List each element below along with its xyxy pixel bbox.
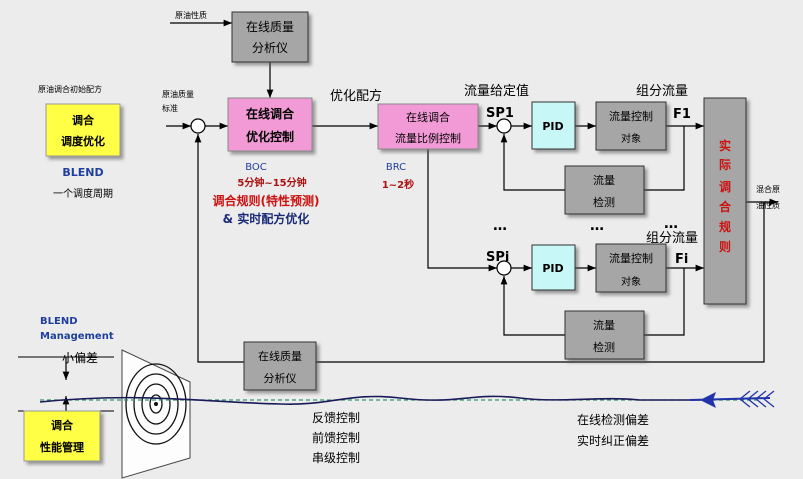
blend-rule-text: 调合规则(特性预测) [213, 193, 320, 208]
bottom-analyzer-line1: 在线质量 [258, 349, 302, 363]
quality-std-line2: 标准 [162, 103, 178, 113]
actual-rule-char-1: 际 [719, 158, 731, 172]
flow-obj-i-line1: 流量控制 [609, 251, 653, 265]
optimized-recipe-label: 优化配方 [330, 88, 382, 104]
setpoint-label: 流量给定值 [464, 83, 529, 99]
spi-label: SPi [486, 250, 509, 265]
mgmt-title-line2: Management [40, 331, 114, 342]
actual-rule-char-3: 合 [719, 199, 732, 214]
flow-detection-1: 流量 检测 [564, 165, 645, 215]
flow-detect-1-line1: 流量 [593, 173, 615, 187]
flow-control-object-i: 流量控制 对象 [595, 243, 667, 293]
mgmt-title-line1: BLEND [40, 316, 78, 327]
detect-deviation-line2: 实时纠正偏差 [577, 433, 649, 448]
ellipsis-left: … [493, 218, 507, 234]
blend-opt-line1: 调合 [72, 113, 95, 127]
perf-mgmt-line2: 性能管理 [40, 440, 84, 454]
boc-label: BOC [245, 162, 267, 173]
blend-opt-line2: 调度优化 [61, 134, 105, 148]
boc-optimization-box: 在线调合 优化控制 [227, 97, 313, 152]
actual-rule-char-5: 则 [719, 240, 731, 254]
actual-rule-char-4: 规 [719, 219, 731, 234]
actual-rule-char-0: 实 [719, 138, 731, 153]
quality-std-line1: 原油质量 [162, 89, 194, 99]
bottom-analyzer-line2: 分析仪 [264, 371, 297, 385]
ellipsis-right: … [664, 216, 678, 232]
brc-label: BRC [386, 162, 406, 173]
schedule-cycle-label: 一个调度周期 [53, 187, 113, 200]
component-flow-label-1: 组分流量 [636, 84, 688, 99]
flow-obj-1-line2: 对象 [621, 132, 641, 145]
flow-obj-1-line1: 流量控制 [609, 109, 653, 123]
sum-junction-spi [496, 260, 512, 276]
top-analyzer-line2: 分析仪 [252, 41, 288, 55]
flow-detection-i: 流量 检测 [564, 310, 645, 360]
control-type-feedforward: 前馈控制 [312, 430, 360, 445]
ellipsis-mid: … [590, 218, 604, 234]
output-line1: 混合原 [756, 184, 780, 194]
top-analyzer-line1: 在线质量 [246, 20, 294, 34]
target-icon [121, 349, 191, 479]
bottom-quality-analyzer: 在线质量 分析仪 [243, 341, 317, 391]
connectors [18, 19, 778, 412]
crude-property-input-label: 原油性质 [175, 10, 207, 20]
boc-line2: 优化控制 [246, 129, 294, 144]
brc-line2: 流量比例控制 [395, 131, 461, 145]
realtime-recipe-text: & 实时配方优化 [223, 211, 310, 226]
flow-control-object-1: 流量控制 对象 [595, 101, 667, 151]
sum-junction-sp1 [496, 118, 512, 134]
pid-controller-1: PID [531, 101, 576, 150]
f1-label: F1 [673, 107, 691, 122]
flow-detect-i-line2: 检测 [593, 340, 615, 354]
fi-label: Fi [675, 252, 688, 267]
boc-line1: 在线调合 [246, 106, 295, 121]
control-type-cascade: 串级控制 [312, 451, 360, 465]
small-deviation-label: 小偏差 [62, 350, 98, 365]
recipe-caption: 原油调合初始配方 [38, 84, 102, 94]
top-quality-analyzer: 在线质量 分析仪 [231, 11, 309, 63]
detect-deviation-line1: 在线检测偏差 [577, 412, 649, 427]
blend-schedule-optimization: 调合 调度优化 [45, 103, 121, 157]
output-line2: 油性质 [756, 200, 780, 210]
brc-line1: 在线调合 [406, 110, 450, 124]
summing-junctions [190, 118, 512, 276]
actual-rule-char-2: 调 [719, 180, 731, 194]
pid-i-label: PID [542, 262, 563, 275]
brc-time: 1~2秒 [382, 178, 414, 191]
sp1-label: SP1 [486, 106, 514, 121]
flow-detect-1-line2: 检测 [593, 195, 615, 209]
flow-obj-i-line2: 对象 [621, 275, 641, 288]
blend-label: BLEND [62, 166, 103, 179]
arrow-fletching-icon [739, 390, 775, 408]
pid-1-label: PID [542, 120, 563, 133]
component-flow-label-i: 组分流量 [646, 231, 698, 246]
brc-ratio-control-box: 在线调合 流量比例控制 [377, 103, 479, 150]
control-type-feedback: 反馈控制 [312, 411, 360, 425]
boc-time: 5分钟~15分钟 [237, 176, 306, 189]
deviation-trajectory [39, 390, 775, 408]
blend-performance-management: 调合 性能管理 [23, 410, 101, 462]
flow-detect-i-line1: 流量 [593, 318, 615, 332]
pid-controller-i: PID [531, 244, 576, 291]
actual-blending-rule-box: 实 际 调 合 规 则 [703, 97, 747, 305]
perf-mgmt-line1: 调合 [51, 418, 74, 432]
sum-junction-quality [190, 118, 206, 134]
